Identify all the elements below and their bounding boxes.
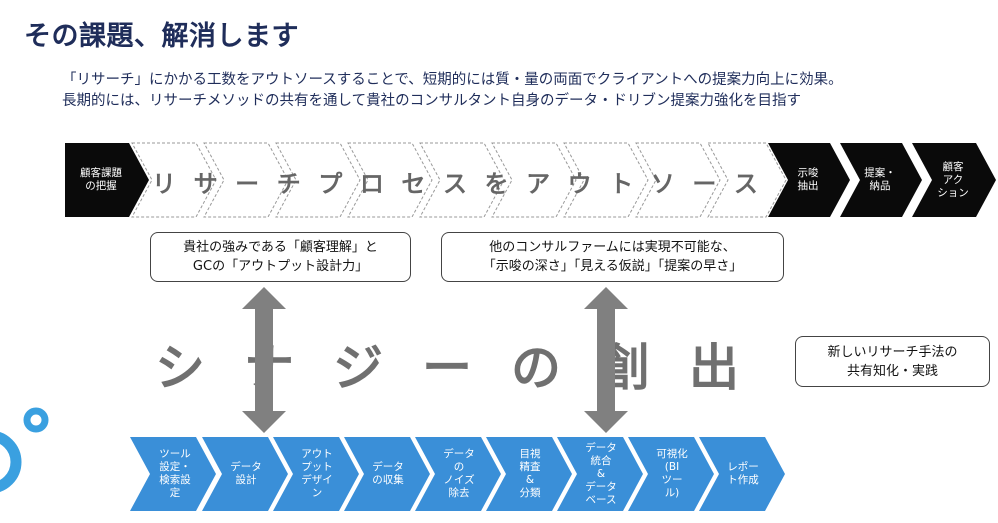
process-char: ス: [733, 170, 758, 198]
chevron-insight-label: 示唆 抽出: [797, 167, 819, 192]
step-noise-removal: データ の ノイズ 除去: [415, 437, 501, 511]
step-label: ツール 設定・ 検索設 定: [159, 448, 191, 499]
double-arrow-right-icon: [584, 287, 628, 433]
process-char: セ: [401, 170, 426, 198]
chevron-insight: 示唆 抽出: [768, 143, 850, 217]
process-char: ウ: [567, 170, 592, 198]
chevron-customer-issue-label: 顧客課題 の把握: [80, 167, 122, 192]
step-label: 目視 精査 & 分類: [519, 448, 541, 499]
step-visualization: 可視化 (BI ツー ル): [628, 437, 714, 511]
process-char: ー: [235, 170, 260, 198]
chevron-customer-action-label: 顧客 アク ション: [937, 160, 969, 199]
page-title: その課題、解消します: [24, 21, 299, 52]
chevron-customer-issue: 顧客課題 の把握: [65, 143, 149, 217]
process-char: リ: [152, 170, 176, 198]
lead-line-1: 「リサーチ」にかかる工数をアウトソースすることで、短期的には質・量の両面でクライ…: [62, 72, 843, 88]
synergy-headline: シ ナ ジ ー の 創 出: [152, 328, 742, 400]
step-output-design: アウト プット デザイ ン: [273, 437, 359, 511]
step-label: アウト プット デザイ ン: [301, 448, 333, 499]
step-visual-review: 目視 精査 & 分類: [486, 437, 572, 511]
double-arrow-left-icon: [242, 287, 286, 433]
step-report: レポー ト作成: [699, 437, 785, 511]
callout-knowledge-sharing: 新しいリサーチ手法の 共有知化・実践: [795, 336, 990, 387]
synergy-char: ー: [422, 339, 472, 397]
brand-logo-icon: [0, 407, 49, 492]
chevron-customer-action: 顧客 アク ション: [912, 143, 996, 217]
step-label: データ の ノイズ 除去: [443, 448, 475, 499]
chevron-proposal: 提案・ 納品: [840, 143, 922, 217]
step-label: レポー ト作成: [727, 461, 759, 486]
process-char: プ: [318, 170, 343, 198]
process-char: ス: [442, 170, 467, 198]
synergy-char: 出: [689, 339, 739, 397]
process-char: ロ: [359, 170, 384, 198]
process-char: ト: [609, 170, 634, 198]
process-char: を: [484, 170, 509, 198]
step-label: 可視化 (BI ツー ル): [656, 448, 688, 499]
synergy-char: の: [511, 339, 561, 397]
chevron-proposal-label: 提案・ 納品: [864, 167, 896, 192]
step-label: データ の収集: [372, 461, 404, 486]
step-label: データ 設計: [230, 461, 262, 486]
step-label: データ 統合 & データ ベース: [585, 441, 617, 506]
process-char: ソ: [650, 170, 675, 198]
callout-client-strength: 貴社の強みである「顧客理解」と GCの「アウトプット設計力」: [150, 232, 411, 282]
process-char: ア: [526, 170, 551, 198]
step-data-design: データ 設計: [202, 437, 288, 511]
step-data-integration: データ 統合 & データ ベース: [557, 437, 643, 511]
lead-line-2: 長期的には、リサーチメソッドの共有を通して貴社のコンサルタント自身のデータ・ドリ…: [62, 93, 802, 109]
callout-gc-strength: 他のコンサルファームには実現不可能な、 「示唆の深さ」「見える仮説」「提案の早さ…: [441, 232, 784, 282]
process-char: サ: [193, 170, 218, 198]
process-outsource-text: リ サ ー チ プ ロ セ ス を ア ウ ト ソ ー ス: [150, 164, 760, 199]
process-char: チ: [276, 170, 301, 198]
synergy-char: シ: [155, 339, 205, 397]
step-tool-setup: ツール 設定・ 検索設 定: [130, 437, 216, 511]
step-data-collection: データ の収集: [344, 437, 430, 511]
process-char: ー: [692, 170, 717, 198]
synergy-char: ジ: [333, 339, 383, 397]
